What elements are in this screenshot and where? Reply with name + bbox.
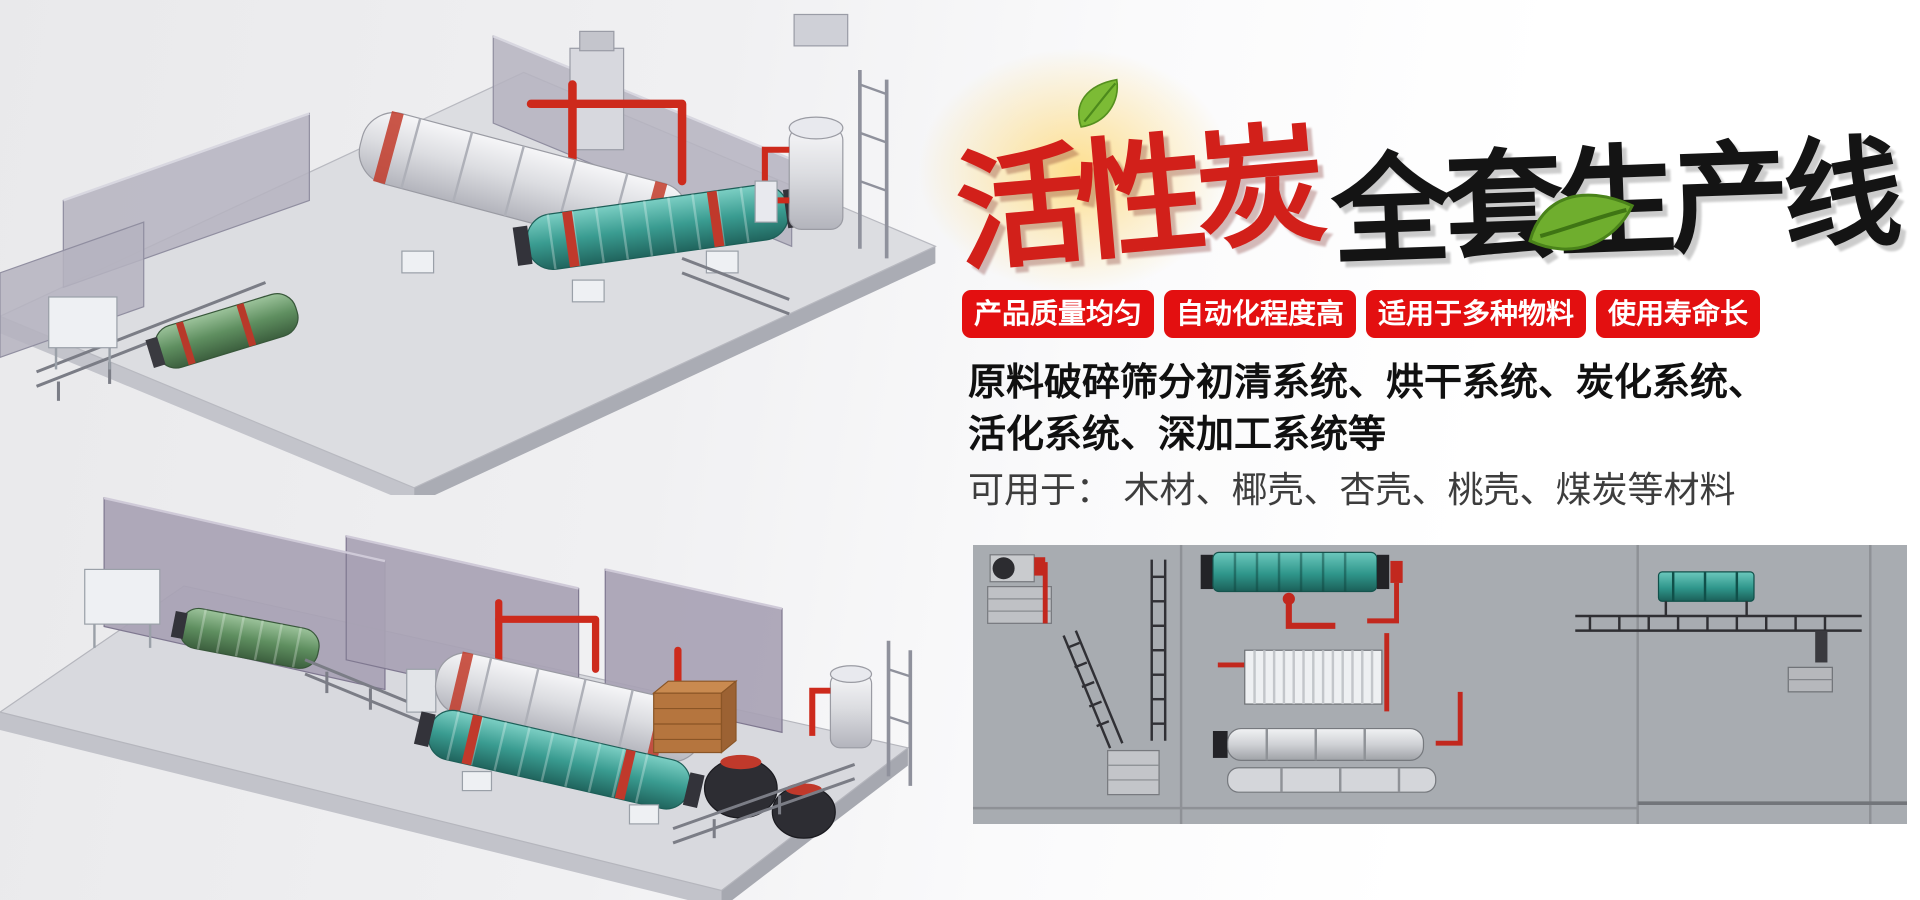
collection-cart xyxy=(1787,666,1833,693)
heat-exchanger xyxy=(1244,649,1383,705)
wall-edges xyxy=(62,35,793,202)
incline-conveyor xyxy=(1062,630,1124,749)
banner-title: 活性炭全套生产线 xyxy=(950,78,1899,290)
plan-view-panel xyxy=(973,545,1907,824)
crusher-drum xyxy=(145,293,299,369)
feed-hopper xyxy=(48,296,118,370)
title-red-text: 活性炭 xyxy=(950,107,1322,291)
drum-supports xyxy=(401,250,739,303)
panel-red-piping xyxy=(1217,582,1463,746)
bay-wall-lines xyxy=(973,545,1872,824)
production-line-render-top xyxy=(0,13,937,495)
leaf-icon-large xyxy=(1528,193,1635,251)
badge-high-automation: 自动化程度高 xyxy=(1164,290,1357,338)
control-cabinet xyxy=(1107,749,1160,796)
activation-furnace xyxy=(754,13,889,259)
screening-machine xyxy=(1657,571,1755,616)
drum-supports xyxy=(461,770,660,825)
description-block: 原料破碎筛分初清系统、烘干系统、炭化系统、 活化系统、深加工系统等 可用于： 木… xyxy=(968,356,1766,516)
buffer-tank xyxy=(406,668,437,713)
transfer-conveyor xyxy=(304,658,422,723)
wall-edges xyxy=(103,496,783,610)
plan-view-drawing xyxy=(973,545,1907,824)
materials-line: 可用于： 木材、椰壳、杏壳、桃壳、煤炭等材料 xyxy=(968,470,1736,511)
systems-line-1: 原料破碎筛分初清系统、烘干系统、炭化系统、 xyxy=(968,360,1767,404)
teal-dryer-cylinder xyxy=(1200,551,1403,593)
brick-kiln xyxy=(652,679,738,754)
badge-uniform-quality: 产品质量均匀 xyxy=(962,290,1155,338)
carbonization-drum xyxy=(512,184,803,270)
carbonization-drum xyxy=(413,709,705,810)
crusher-drum xyxy=(170,607,320,669)
leaf-icon xyxy=(1078,78,1119,128)
right-belt-conveyor xyxy=(1575,614,1862,632)
bucket-elevator xyxy=(569,30,625,151)
discharge-chute xyxy=(1815,630,1828,663)
outfeed-conveyor xyxy=(672,763,856,845)
badge-multi-material: 适用于多种物料 xyxy=(1366,290,1587,338)
discharge-conveyor xyxy=(681,256,790,316)
feature-badges: 产品质量均匀 自动化程度高 适用于多种物料 使用寿命长 xyxy=(962,290,1761,338)
activation-furnace xyxy=(809,640,913,786)
production-line-render-bottom xyxy=(0,496,913,900)
fan-unit xyxy=(987,554,1052,624)
feed-hopper xyxy=(84,568,161,648)
activation-pots xyxy=(703,754,836,839)
pipe-joint xyxy=(1282,592,1295,605)
long-rotary-cylinders xyxy=(1212,727,1437,793)
badge-long-life: 使用寿命长 xyxy=(1596,290,1761,338)
systems-line-2: 活化系统、深加工系统等 xyxy=(968,412,1387,456)
ladder-conveyor xyxy=(1150,559,1167,741)
